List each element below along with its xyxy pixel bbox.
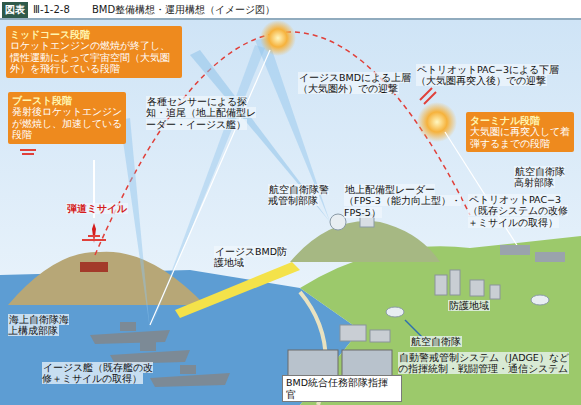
phase-box: ターミナル段階大気圏に再突入して着弾するまでの段階 <box>466 112 574 152</box>
patriot-launchers <box>500 245 565 262</box>
annotation: 防護地域 <box>448 300 500 311</box>
annotation: 航空自衛隊高射部隊 <box>514 166 574 189</box>
annotation-text: 海上自衛隊海上構成部隊 <box>8 314 69 336</box>
phase-description: 大気圏に再突入して着弾するまでの段階 <box>470 126 570 149</box>
annotation-text: 各種センサーによる探知・追尾（地上配備型レーダー・イージス艦） <box>146 96 256 130</box>
annotation-text: Ⅲ-1-2-8 <box>32 4 71 15</box>
annotation: 航空自衛隊 <box>410 336 472 347</box>
annotation: イージス艦（既存艦の改修＋ミサイルの取得） <box>42 362 156 385</box>
phase-heading: 図表 <box>2 3 28 17</box>
annotation-text: 弾道ミサイル <box>66 203 128 214</box>
buildings <box>340 270 500 342</box>
annotation-text: イージスBMDによる上層（大気圏外）での迎撃 <box>298 72 411 94</box>
figure-badge: 図表 <box>2 2 28 18</box>
annotation-text: イージス艦（既存艦の改修＋ミサイルの取得） <box>42 362 153 384</box>
annotation: 海上自衛隊海上構成部隊 <box>8 314 74 337</box>
annotation: 各種センサーによる探知・追尾（地上配備型レーダー・イージス艦） <box>146 96 262 130</box>
annotation: イージスBMDによる上層（大気圏外）での迎撃 <box>298 72 412 95</box>
sky <box>0 20 581 405</box>
phase-box: ミッドコース段階ロケットエンジンの燃焼が終了し、慣性運動によって宇宙空間（大気圏… <box>6 26 182 78</box>
phase-description: 発射後ロケットエンジンが燃焼し、加速している段階 <box>12 106 122 140</box>
annotation: Ⅲ-1-2-8 <box>32 3 90 17</box>
annotation-text: 航空自衛隊 <box>410 336 462 347</box>
launcher <box>80 262 108 272</box>
annotation-text: 自動警戒管制システム（JADGE）などの指揮統制・戦闘管理・通信システム <box>398 352 569 374</box>
annotation: 弾道ミサイル <box>66 203 138 214</box>
annotation-text: 航空自衛隊高射部隊 <box>514 166 565 188</box>
radar-beam <box>120 118 150 330</box>
annotation: イージスBMD防護地域 <box>214 246 290 269</box>
annotation: ペトリオットPAC−3による下層（大気圏再突入後）での迎撃 <box>416 64 574 87</box>
phase-heading: ブースト段階 <box>12 95 122 106</box>
annotation: ペトリオットPAC−3（既存システムの改修＋ミサイルの取得） <box>468 194 574 228</box>
radars <box>330 214 549 317</box>
phase-description: ロケットエンジンの燃焼が終了し、慣性運動によって宇宙空間（大気圏外）を飛行してい… <box>10 40 178 74</box>
phase-heading: ターミナル段階 <box>470 115 570 126</box>
explosion <box>260 20 296 56</box>
annotation-text: ペトリオットPAC−3（既存システムの改修＋ミサイルの取得） <box>468 194 568 228</box>
annotation-text: ペトリオットPAC−3による下層（大気圏再突入後）での迎撃 <box>416 64 559 86</box>
figure-title: BMD整備構想・運用構想（イメージ図） <box>92 3 275 17</box>
explosion <box>417 102 457 142</box>
annotation: 航空自衛隊警戒管制部隊 <box>268 184 338 207</box>
phase-box: ブースト段階発射後ロケットエンジンが燃焼し、加速している段階 <box>8 92 126 144</box>
annotation: 地上配備型レーダー（FPS-3（能力向上型）・FPS-5） <box>344 184 464 218</box>
title-rule <box>0 18 581 20</box>
annotation: BMD統合任務部隊指揮官 <box>282 375 402 402</box>
datalink-bolt <box>175 262 300 318</box>
launch-mountain <box>8 252 205 305</box>
annotation: 自動警戒管制システム（JADGE）などの指揮統制・戦闘管理・通信システム <box>398 352 576 375</box>
annotation-text: 防護地域 <box>448 300 490 311</box>
annotation-text: 航空自衛隊警戒管制部隊 <box>268 184 329 206</box>
radar-beam <box>255 38 330 222</box>
phase-heading: ミッドコース段階 <box>10 29 178 40</box>
annotation-text: 地上配備型レーダー（FPS-3（能力向上型）・FPS-5） <box>344 184 461 218</box>
annotation-text: イージスBMD防護地域 <box>214 246 287 268</box>
annotation-text: BMD統合任務部隊指揮官 <box>282 375 402 402</box>
